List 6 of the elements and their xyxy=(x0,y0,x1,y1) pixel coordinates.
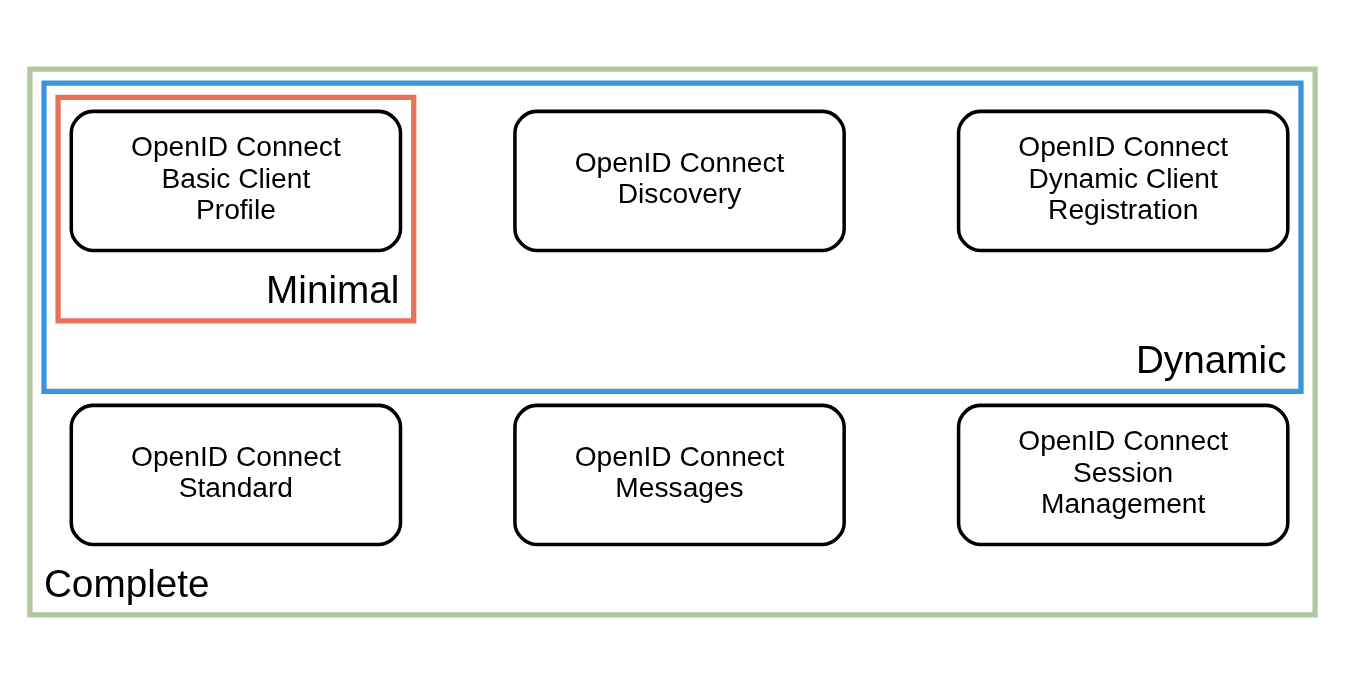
node-box: OpenID Connect Standard xyxy=(69,403,403,547)
node-box: OpenID Connect Messages xyxy=(513,403,846,547)
node-box: OpenID Connect Basic Client Profile xyxy=(69,109,403,253)
node-box: OpenID Connect Discovery xyxy=(513,109,846,253)
node-box: OpenID Connect Dynamic Client Registration xyxy=(956,109,1290,253)
node-box: OpenID Connect Session Management xyxy=(956,403,1290,547)
